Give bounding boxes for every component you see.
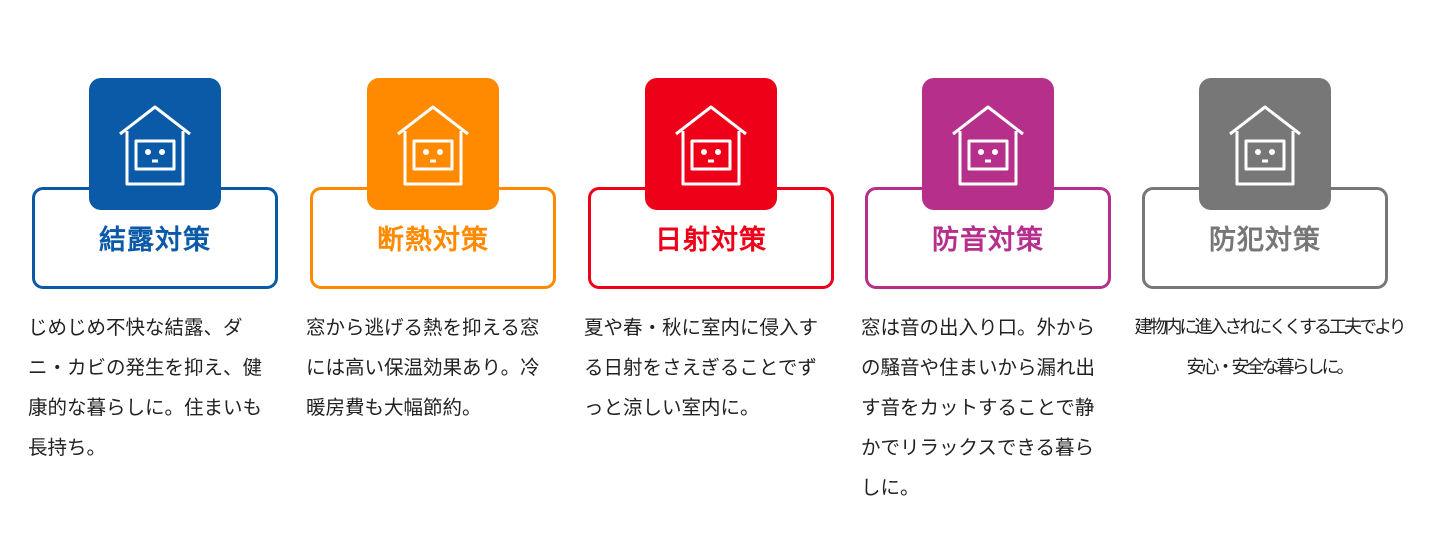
feature-description: 窓は音の出入り口。外からの騒音や住まいから漏れ出す音をカットすることで静かでリラ… (861, 316, 1096, 499)
feature-title: 日射対策 (655, 225, 767, 256)
house-condensation-icon (89, 78, 221, 210)
key-house-icon (1199, 78, 1331, 210)
sun-house-icon (645, 78, 777, 210)
feature-description: 夏や春・秋に室内に侵入する日射をさえぎることでずっと涼しい室内に。 (584, 316, 819, 419)
feature-title: 断熱対策 (377, 225, 489, 256)
feature-title: 防音対策 (932, 225, 1044, 256)
feature-label-box (588, 187, 834, 289)
feature-description: じめじめ不快な結露、ダニ・カビの発生を抑え、健康的な暮らしに。住まいも長持ち。 (28, 316, 263, 459)
feature-title: 結露対策 (99, 225, 211, 256)
headphones-house-icon (922, 78, 1054, 210)
feature-description: 窓から逃げる熱を抑える窓には高い保温効果あり。冷暖房費も大幅節約。 (306, 316, 540, 419)
feature-title: 防犯対策 (1209, 225, 1321, 256)
feature-description: 建物内に進入されにくくする工夫でより安心・安全な暮らしに。 (1134, 317, 1406, 378)
house-insulation-icon (367, 78, 499, 210)
feature-label-box (1142, 187, 1388, 289)
